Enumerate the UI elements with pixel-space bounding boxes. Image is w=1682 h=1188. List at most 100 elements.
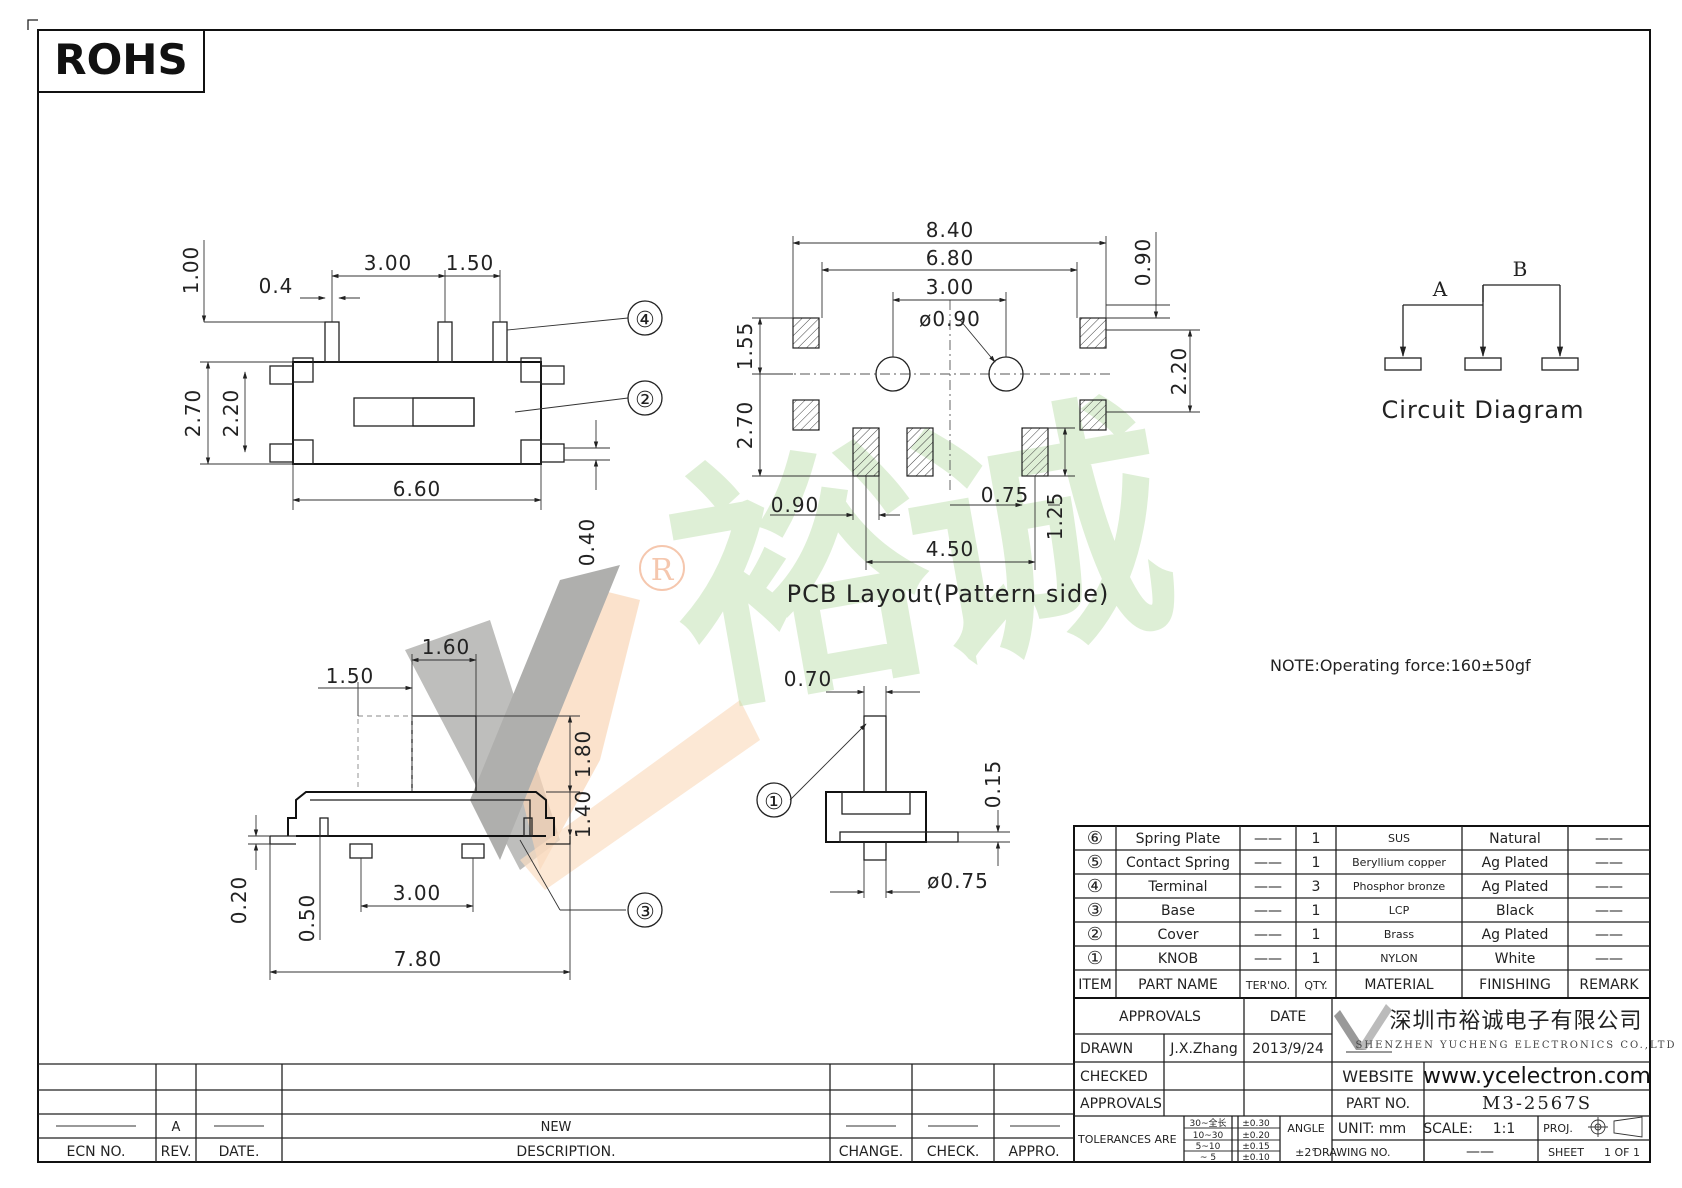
svg-text:——: ——	[1595, 927, 1623, 943]
bom-row: ① KNOB —— 1 NYLON White ——	[1087, 948, 1623, 969]
dim-0-50: 0.50	[295, 894, 319, 943]
svg-text:1: 1	[1312, 951, 1321, 967]
bom-header-row: ITEM PART NAME TER'NO. QTY. MATERIAL FIN…	[1078, 977, 1639, 993]
svg-text:MATERIAL: MATERIAL	[1364, 977, 1433, 993]
scale-label: SCALE:	[1423, 1121, 1473, 1137]
operating-force-note: NOTE:Operating force:160±50gf	[1270, 656, 1531, 675]
svg-text:~ 5: ~ 5	[1200, 1153, 1216, 1163]
dim-2-20-left: 2.20	[219, 389, 243, 438]
dim-6-80: 6.80	[926, 246, 975, 270]
svg-text:Ag Plated: Ag Plated	[1482, 879, 1549, 895]
revision-value: A	[172, 1120, 181, 1135]
svg-text:±0.30: ±0.30	[1242, 1119, 1270, 1129]
rev-header-check: CHECK.	[927, 1144, 980, 1160]
sheet-value: 1 OF 1	[1604, 1146, 1640, 1159]
dim-1-50-top: 1.50	[446, 251, 495, 275]
unit-value: UNIT: mm	[1338, 1121, 1406, 1137]
dim-7-80: 7.80	[394, 947, 443, 971]
date-header: DATE	[1270, 1009, 1306, 1025]
dim-0-75-pcb: 0.75	[981, 483, 1030, 507]
svg-text:Cover: Cover	[1158, 927, 1199, 943]
dim-2-70-left: 2.70	[181, 389, 205, 438]
svg-text:②: ②	[1087, 924, 1103, 945]
dim-3-00-side: 3.00	[393, 881, 442, 905]
svg-text:5~10: 5~10	[1196, 1142, 1221, 1152]
svg-text:KNOB: KNOB	[1158, 951, 1198, 967]
website-value: www.ycelectron.com	[1423, 1064, 1651, 1089]
svg-text:SUS: SUS	[1388, 832, 1410, 845]
part-no-label: PART NO.	[1346, 1096, 1410, 1112]
watermark-text: 裕诚	[648, 367, 1193, 751]
scale-value: 1:1	[1493, 1121, 1516, 1137]
drawing-no-value: ——	[1466, 1144, 1494, 1160]
bom-row: ⑤ Contact Spring —— 1 Beryllium copper A…	[1087, 852, 1623, 873]
svg-text:1: 1	[1312, 831, 1321, 847]
svg-text:REMARK: REMARK	[1579, 977, 1639, 993]
svg-text:Brass: Brass	[1384, 928, 1415, 941]
svg-text:PART NAME: PART NAME	[1138, 977, 1218, 993]
svg-text:④: ④	[1087, 876, 1103, 897]
revision-description: NEW	[541, 1120, 572, 1135]
svg-text:——: ——	[1254, 951, 1282, 967]
svg-text:1: 1	[1312, 927, 1321, 943]
svg-text:±0.15: ±0.15	[1242, 1142, 1270, 1152]
svg-text:——: ——	[1254, 879, 1282, 895]
bom-row: ② Cover —— 1 Brass Ag Plated ——	[1087, 924, 1623, 945]
svg-text:ITEM: ITEM	[1078, 977, 1112, 993]
svg-text:Ag Plated: Ag Plated	[1482, 927, 1549, 943]
approvals-label: APPROVALS	[1080, 1096, 1162, 1112]
drawing-no-label-visible: DRAWING NO.	[1314, 1146, 1391, 1159]
website-label: WEBSITE	[1342, 1067, 1413, 1086]
svg-text:——: ——	[1595, 831, 1623, 847]
rev-header-description: DESCRIPTION.	[516, 1144, 615, 1160]
angle-label: ANGLE	[1287, 1122, 1324, 1135]
circuit-caption: Circuit Diagram	[1382, 396, 1585, 424]
angle-value: ±2°	[1295, 1146, 1317, 1159]
svg-text:Phosphor bronze: Phosphor bronze	[1353, 880, 1446, 893]
pcb-caption: PCB Layout(Pattern side)	[787, 580, 1110, 608]
svg-text:Base: Base	[1161, 903, 1195, 919]
svg-text:Terminal: Terminal	[1147, 879, 1207, 895]
front-view: 1.00 0.4 3.00 1.50 2.70 2.20 6.60 0.40 ④…	[179, 240, 663, 566]
dim-3-00-pcb: 3.00	[926, 275, 975, 299]
dim-0-15: 0.15	[981, 760, 1005, 809]
svg-text:——: ——	[1595, 855, 1623, 871]
projection-symbol-icon	[1588, 1116, 1643, 1138]
checked-label: CHECKED	[1080, 1069, 1148, 1085]
svg-text:1: 1	[1312, 903, 1321, 919]
svg-text:Ag Plated: Ag Plated	[1482, 855, 1549, 871]
dim-0-20: 0.20	[227, 876, 251, 925]
svg-text:Natural: Natural	[1489, 831, 1541, 847]
svg-text:Contact Spring: Contact Spring	[1126, 855, 1230, 871]
svg-text:——: ——	[1254, 903, 1282, 919]
svg-text:⑥: ⑥	[1087, 828, 1103, 849]
callout-1: ①	[764, 790, 784, 815]
dim-2-70-pcb: 2.70	[733, 401, 757, 450]
svg-text:——: ——	[1595, 951, 1623, 967]
dim-0-70: 0.70	[784, 667, 833, 691]
dim-1-00: 1.00	[179, 246, 203, 295]
svg-text:30~全长: 30~全长	[1190, 1117, 1227, 1129]
revision-table: A NEW ECN NO. REV. DATE. DESCRIPTION. CH…	[38, 1063, 1075, 1162]
svg-text:White: White	[1495, 951, 1536, 967]
rev-header-ecn: ECN NO.	[67, 1144, 126, 1160]
company-name-cn: 深圳市裕诚电子有限公司	[1389, 1009, 1642, 1034]
drawn-date: 2013/9/24	[1252, 1041, 1324, 1057]
dim-1-50-side: 1.50	[326, 664, 375, 688]
drawn-by: J.X.Zhang	[1169, 1041, 1237, 1057]
sheet-label: SHEET	[1548, 1146, 1584, 1159]
side-view: 1.60 1.50 1.80 1.40 0.20 0.50 3.00 7.80 …	[227, 635, 663, 980]
circuit-diagram: A B Circuit Diagram	[1382, 257, 1585, 424]
svg-text:⑤: ⑤	[1087, 852, 1103, 873]
callout-4: ④	[635, 308, 655, 333]
callout-2: ②	[635, 388, 655, 413]
svg-text:3: 3	[1312, 879, 1321, 895]
circuit-label-b: B	[1513, 257, 1528, 281]
proj-label: PROJ.	[1543, 1122, 1573, 1135]
dim-hole-0-90: ø0.90	[919, 307, 981, 331]
sheet-border	[37, 29, 1651, 1163]
rev-header-appro: APPRO.	[1008, 1144, 1059, 1160]
dim-2-20-pcb: 2.20	[1167, 347, 1191, 396]
rev-header-change: CHANGE.	[839, 1144, 904, 1160]
